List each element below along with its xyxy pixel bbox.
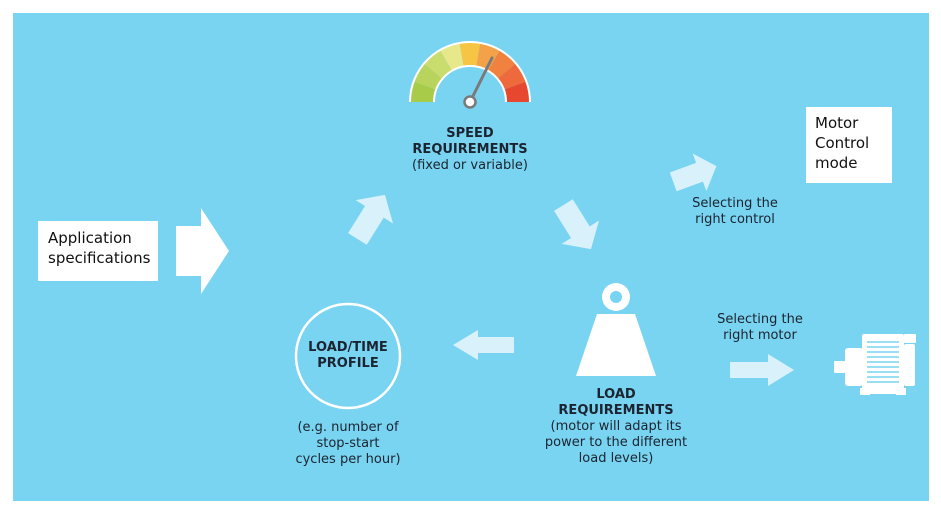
load-sub-line-1: (motor will adapt its xyxy=(550,419,682,434)
application-spec-box: Application specifications xyxy=(38,221,158,281)
selecting-control-label: Selecting the right control xyxy=(675,196,795,228)
motor-arrow xyxy=(730,354,794,386)
load-time-sub-line-1: (e.g. number of xyxy=(297,420,399,435)
electric-motor-icon xyxy=(834,334,916,395)
motor-control-line-3: mode xyxy=(815,154,858,172)
input-arrow xyxy=(176,208,229,294)
load-time-circle xyxy=(294,302,402,410)
selecting-motor-label: Selecting the right motor xyxy=(700,312,820,344)
control-label-line-1: Selecting the xyxy=(692,196,778,211)
application-spec-line-2: specifications xyxy=(48,249,151,267)
cycle-arrow-up xyxy=(348,194,394,245)
control-arrow xyxy=(669,153,717,192)
control-label-line-2: right control xyxy=(695,212,775,227)
motor-control-line-1: Motor xyxy=(815,114,859,132)
load-time-title-line-2: PROFILE xyxy=(317,356,379,371)
application-spec-line-1: Application xyxy=(48,229,132,247)
weight-icon xyxy=(576,283,656,376)
load-time-subtitle: (e.g. number of stop-start cycles per ho… xyxy=(278,420,418,468)
motor-label-line-1: Selecting the xyxy=(717,312,803,327)
load-sub-line-2: power to the different xyxy=(544,435,688,450)
motor-control-line-2: Control xyxy=(815,134,870,152)
speed-title-line-1: SPEED xyxy=(446,126,494,141)
load-title-line-2: REQUIREMENTS xyxy=(558,403,674,418)
speed-subtitle: (fixed or variable) xyxy=(412,158,528,173)
motor-label-line-2: right motor xyxy=(723,328,797,343)
speed-title-line-2: REQUIREMENTS xyxy=(412,142,528,157)
cycle-arrow-down xyxy=(554,199,600,250)
load-title-line-1: LOAD xyxy=(596,387,636,402)
load-time-title: LOAD/TIME PROFILE xyxy=(288,340,408,372)
load-sub-line-3: load levels) xyxy=(578,451,654,466)
motor-control-box: Motor Control mode xyxy=(806,107,892,183)
cycle-arrow-left xyxy=(453,330,514,360)
load-time-title-line-1: LOAD/TIME xyxy=(308,340,388,355)
load-requirements-label: LOAD REQUIREMENTS (motor will adapt its … xyxy=(531,387,701,467)
speedometer-icon xyxy=(409,41,531,109)
speed-requirements-label: SPEED REQUIREMENTS (fixed or variable) xyxy=(390,126,550,174)
diagram-background xyxy=(13,13,929,501)
load-time-sub-line-3: cycles per hour) xyxy=(295,452,401,467)
load-time-sub-line-2: stop-start xyxy=(316,436,380,451)
